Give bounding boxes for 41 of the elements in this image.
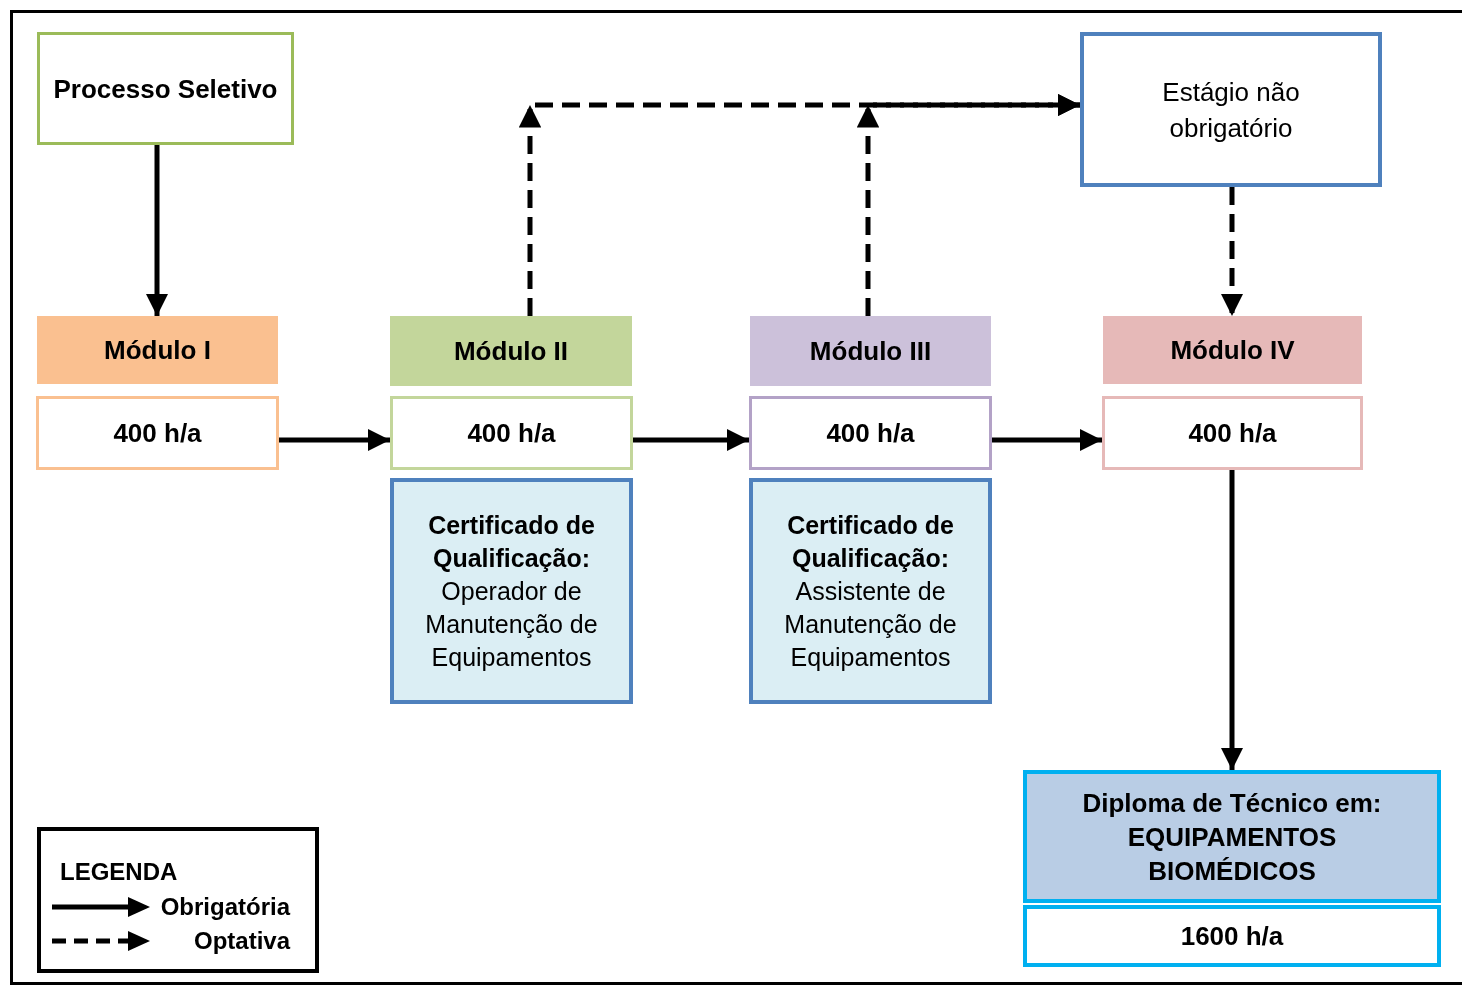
node-title: 400 h/a bbox=[467, 416, 556, 450]
node-title: 400 h/a bbox=[113, 416, 202, 450]
node-title: Processo Seletivo bbox=[53, 72, 278, 106]
hours-box bbox=[1102, 396, 1363, 470]
process-box bbox=[37, 32, 294, 145]
node-title: 400 h/a bbox=[826, 416, 915, 450]
legend-title: LEGENDA bbox=[60, 857, 178, 887]
module-header bbox=[37, 316, 278, 384]
certificate-box bbox=[749, 478, 992, 704]
node-title: Módulo III bbox=[809, 334, 932, 368]
diploma-box bbox=[1023, 770, 1441, 903]
node-title: 400 h/a bbox=[1188, 416, 1277, 450]
node-title: Módulo II bbox=[453, 334, 569, 368]
certificate-box bbox=[390, 478, 633, 704]
arrow bbox=[1220, 187, 1244, 316]
node-text: Assistente de Manutenção de Equipamentos bbox=[783, 575, 958, 673]
legend-text: Optativa bbox=[193, 926, 290, 956]
legend-text: Obrigatória bbox=[160, 892, 290, 922]
hours-box bbox=[1023, 905, 1441, 967]
node-text: Operador de Manutenção de Equipamentos bbox=[424, 575, 599, 673]
node-title: Módulo I bbox=[104, 333, 211, 367]
hours-box bbox=[749, 396, 992, 470]
node-title: Certificado de Qualificação: bbox=[427, 509, 596, 574]
hours-box bbox=[390, 396, 633, 470]
arrow bbox=[633, 428, 749, 452]
arrow bbox=[992, 428, 1102, 452]
module-header bbox=[1103, 316, 1362, 384]
hours-box bbox=[36, 396, 279, 470]
node-title: Certificado de Qualificação: bbox=[786, 509, 955, 574]
internship-box bbox=[1080, 32, 1382, 187]
arrow bbox=[1220, 470, 1244, 770]
node-title: Módulo IV bbox=[1170, 333, 1295, 367]
node-title: Estágio não obrigatório bbox=[1161, 75, 1301, 145]
node-text: EQUIPAMENTOS BIOMÉDICOS bbox=[1126, 820, 1338, 888]
module-header bbox=[390, 316, 632, 386]
node-title: Diploma de Técnico em: bbox=[1082, 786, 1382, 820]
arrow bbox=[145, 145, 169, 316]
module-header bbox=[750, 316, 991, 386]
arrow bbox=[857, 94, 1080, 316]
node-title: 1600 h/a bbox=[1180, 919, 1284, 953]
arrow bbox=[279, 428, 390, 452]
